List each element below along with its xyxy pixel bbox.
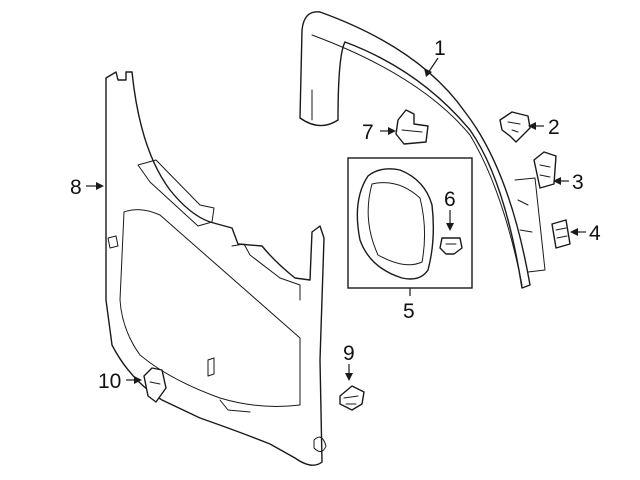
callout-1: 1 <box>434 37 446 60</box>
callout-2: 2 <box>548 116 560 139</box>
part-4-retainer <box>551 219 571 249</box>
part-9-fastener <box>339 385 365 411</box>
callout-7: 7 <box>362 121 374 144</box>
callout-5: 5 <box>403 300 415 323</box>
callout-10: 10 <box>98 370 121 393</box>
part-1-pillar-trim <box>299 11 546 289</box>
callout-labels: 1 2 3 4 5 6 7 8 9 10 <box>70 37 601 393</box>
part-2-clip <box>499 111 531 143</box>
callout-9: 9 <box>343 342 355 365</box>
leader-lines <box>86 57 586 384</box>
callout-6: 6 <box>444 188 456 211</box>
callout-8: 8 <box>70 176 82 199</box>
part-8-quarter-panel <box>105 71 327 466</box>
callout-3: 3 <box>572 171 584 194</box>
part-6-push-pin <box>439 237 463 255</box>
part-10-bracket <box>143 367 167 403</box>
part-3-bracket <box>533 151 557 189</box>
part-5-cover-inset <box>347 157 473 289</box>
part-7-clip <box>395 109 429 145</box>
callout-4: 4 <box>589 222 601 245</box>
